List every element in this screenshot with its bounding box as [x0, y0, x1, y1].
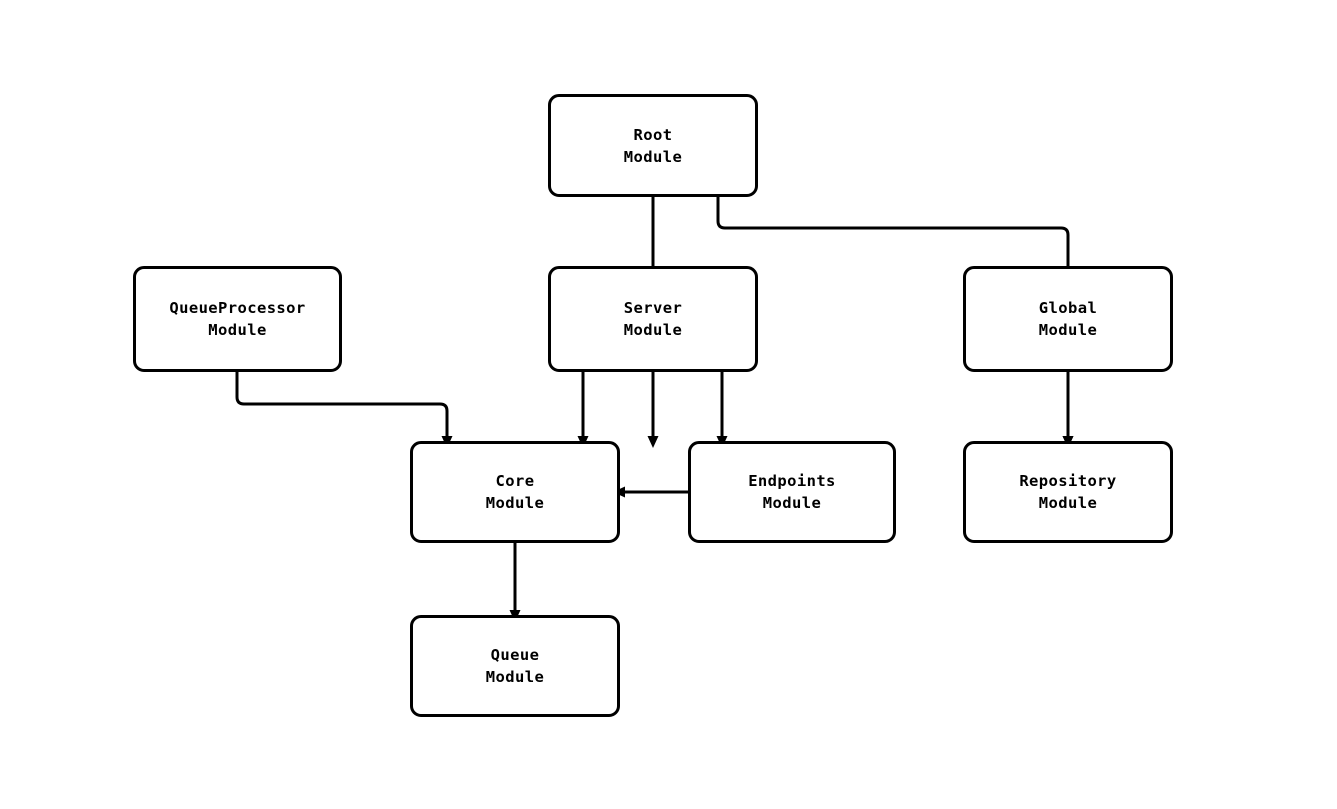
- edge-root-to-global: [716, 197, 1074, 448]
- node-server-module[interactable]: Server Module: [548, 266, 758, 372]
- node-root-module-line1: Root: [633, 125, 673, 144]
- node-queueprocessor-module-line2: Module: [208, 321, 267, 339]
- edge-queueprocessor-to-core: [235, 372, 453, 448]
- node-queueprocessor-module[interactable]: QueueProcessor Module: [133, 266, 342, 372]
- node-core-module-line1: Core: [495, 472, 535, 490]
- node-repository-module-line2: Module: [1038, 494, 1098, 512]
- node-server-module-line1: Server: [623, 299, 683, 317]
- node-queue-module[interactable]: Queue Module: [410, 615, 620, 717]
- node-repository-module-line1: Repository: [1019, 472, 1117, 490]
- node-global-module[interactable]: Global Module: [963, 266, 1173, 372]
- node-repository-module[interactable]: Repository Module: [963, 441, 1173, 543]
- node-queue-module-line1: Queue: [490, 646, 540, 664]
- node-root-module[interactable]: Root Module: [548, 94, 758, 197]
- node-endpoints-module[interactable]: Endpoints Module: [688, 441, 896, 543]
- node-endpoints-module-line2: Module: [762, 494, 822, 512]
- node-global-module-line1: Global: [1038, 299, 1098, 317]
- node-server-module-line2: Module: [623, 321, 683, 339]
- node-endpoints-module-line1: Endpoints: [748, 472, 836, 490]
- node-core-module[interactable]: Core Module: [410, 441, 620, 543]
- node-root-module-line2: Module: [623, 147, 683, 166]
- node-global-module-line2: Module: [1038, 321, 1098, 339]
- node-queueprocessor-module-line1: QueueProcessor: [169, 299, 306, 317]
- node-core-module-line2: Module: [485, 494, 545, 512]
- node-queue-module-line2: Module: [485, 668, 545, 686]
